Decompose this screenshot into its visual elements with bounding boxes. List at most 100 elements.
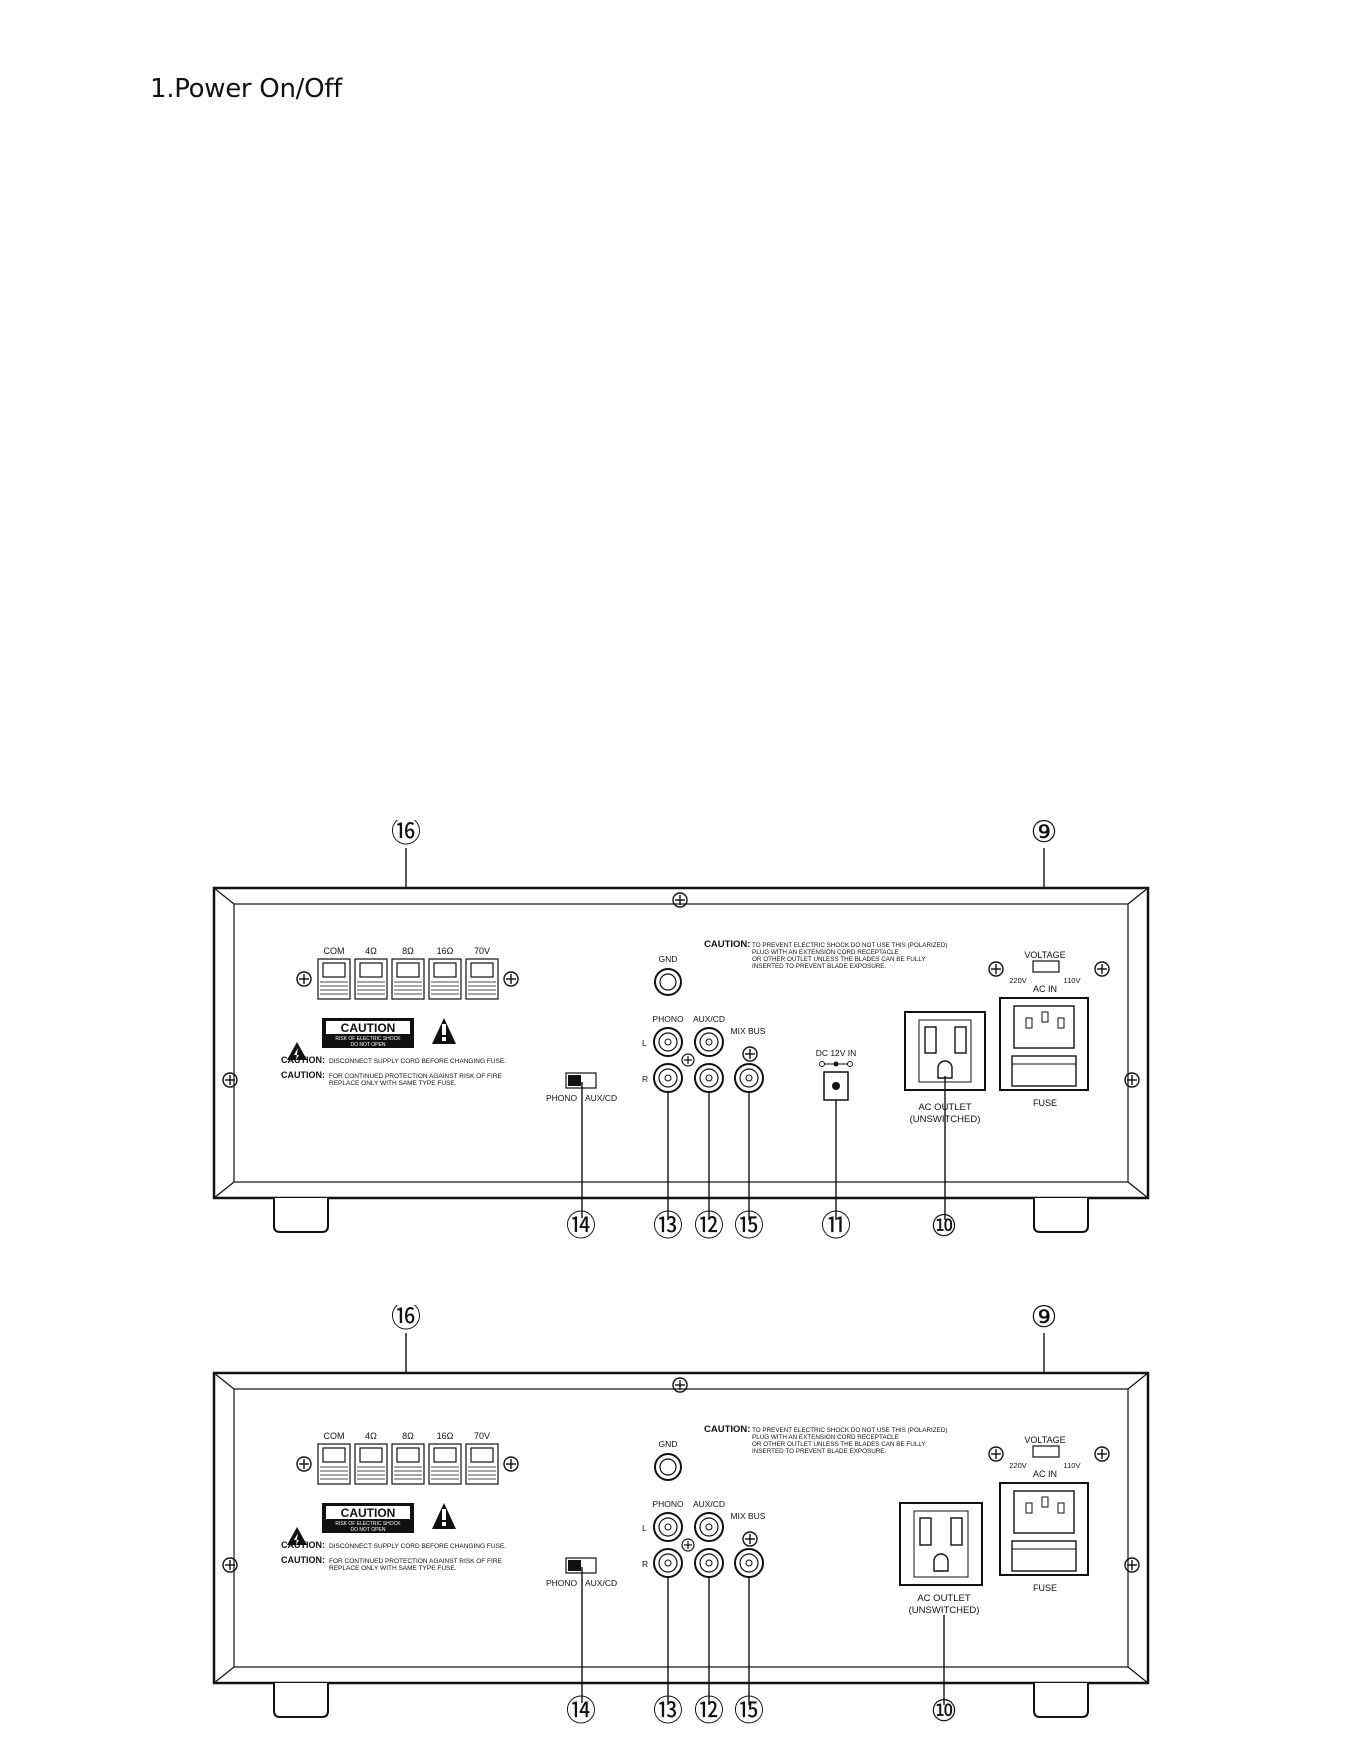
caution-notes: CAUTION: DISCONNECT SUPPLY CORD BEFORE C… [281, 1540, 506, 1572]
caution-text-fire-2: REPLACE ONLY WITH SAME TYPE FUSE. [329, 1080, 457, 1087]
callout-13: ⑬ [653, 1695, 683, 1725]
callout-15: ⑮ [734, 1210, 764, 1240]
caution-polarized-note: CAUTION: TO PREVENT ELECTRIC SHOCK DO NO… [704, 939, 947, 970]
caution-notes: CAUTION: DISCONNECT SUPPLY CORD BEFORE C… [281, 1055, 506, 1087]
caution-polarized-line2: PLUG WITH AN EXTENSION CORD RECEPTACLE [752, 949, 899, 956]
caution-text-fire-1: FOR CONTINUED PROTECTION AGAINST RISK OF… [329, 1558, 503, 1565]
rear-panel-diagram-2: ⑯ ⑨ COM 4Ω 8Ω 16Ω 70V [212, 1305, 1150, 1725]
terminal-label-8ohm: 8Ω [402, 1431, 414, 1441]
ac-input-section: VOLTAGE 220V 110V AC IN FUSE [999, 1435, 1089, 1593]
channel-r-label: R [642, 1559, 648, 1569]
callout-12: ⑫ [694, 1210, 724, 1240]
caution-polarized-line3: OR OTHER OUTLET UNLESS THE BLADES CAN BE… [752, 956, 926, 963]
caution-label-fuse: CAUTION: [281, 1540, 325, 1550]
caution-text-fire-1: FOR CONTINUED PROTECTION AGAINST RISK OF… [329, 1073, 503, 1080]
ac-in-label: AC IN [1033, 984, 1057, 994]
dc-12v-input: DC 12V IN [816, 1048, 857, 1220]
callout-9: ⑨ [1031, 1305, 1058, 1334]
caution-polarized-label: CAUTION: [704, 1424, 750, 1435]
ac-in-label: AC IN [1033, 1469, 1057, 1479]
caution-badge-sub1: RISK OF ELECTRIC SHOCK [335, 1521, 401, 1527]
channel-l-label: L [642, 1523, 647, 1533]
voltage-label: VOLTAGE [1024, 1435, 1065, 1445]
terminal-label-70v: 70V [474, 946, 490, 956]
aux-cd-label: AUX/CD [693, 1499, 725, 1509]
callout-14: ⑭ [566, 1695, 596, 1725]
terminal-label-com: COM [324, 1431, 345, 1441]
speaker-terminal-block: COM 4Ω 8Ω 16Ω 70V [317, 1431, 499, 1485]
callout-13: ⑬ [653, 1210, 683, 1240]
terminal-label-com: COM [324, 946, 345, 956]
rca-inputs: PHONO AUX/CD MIX BUS L R [642, 1014, 766, 1220]
terminal-label-70v: 70V [474, 1431, 490, 1441]
ac-outlet: AC OUTLET (UNSWITCHED) [904, 1011, 986, 1220]
fuse-label: FUSE [1033, 1098, 1057, 1108]
caution-badge-sub2: DO NOT OPEN [351, 1527, 386, 1533]
caution-text-fuse: DISCONNECT SUPPLY CORD BEFORE CHANGING F… [329, 1543, 506, 1550]
input-selector-switch: PHONO AUX/CD [546, 1072, 617, 1218]
voltage-110v: 110V [1064, 976, 1081, 985]
mix-bus-label: MIX BUS [731, 1026, 766, 1036]
gnd-terminal: GND [654, 954, 682, 996]
speaker-terminal-block: COM 4Ω 8Ω 16Ω 70V [317, 946, 499, 1000]
page-title: 1.Power On/Off [150, 74, 342, 104]
gnd-label: GND [659, 954, 678, 964]
caution-badge-sub2: DO NOT OPEN [351, 1042, 386, 1048]
callout-14: ⑭ [566, 1210, 596, 1240]
mix-bus-label: MIX BUS [731, 1511, 766, 1521]
caution-badge-sub1: RISK OF ELECTRIC SHOCK [335, 1036, 401, 1042]
callout-11: ⑪ [821, 1210, 851, 1240]
ac-input-section: VOLTAGE 220V 110V AC IN FUSE [999, 950, 1089, 1108]
caution-polarized-note: CAUTION: TO PREVENT ELECTRIC SHOCK DO NO… [704, 1424, 947, 1455]
ac-outlet: AC OUTLET (UNSWITCHED) [899, 1502, 983, 1705]
callout-15: ⑮ [734, 1695, 764, 1725]
channel-l-label: L [642, 1038, 647, 1048]
terminal-label-8ohm: 8Ω [402, 946, 414, 956]
callout-9: ⑨ [1031, 820, 1058, 849]
phono-label: PHONO [652, 1014, 684, 1024]
caution-label-fire: CAUTION: [281, 1070, 325, 1080]
voltage-label: VOLTAGE [1024, 950, 1065, 960]
rca-inputs: PHONO AUX/CD MIX BUS L R [642, 1499, 766, 1705]
callout-16: ⑯ [391, 1305, 421, 1334]
rear-panel-diagram-1: ⑯ ⑨ COM 4Ω 8Ω 16Ω 70V [212, 820, 1150, 1240]
caution-polarized-line1: TO PREVENT ELECTRIC SHOCK DO NOT USE THI… [752, 942, 947, 949]
voltage-220v: 220V [1009, 976, 1027, 985]
terminal-label-4ohm: 4Ω [365, 946, 377, 956]
caution-badge-title: CAUTION [341, 1021, 396, 1035]
caution-text-fire-2: REPLACE ONLY WITH SAME TYPE FUSE. [329, 1565, 457, 1572]
aux-cd-label: AUX/CD [693, 1014, 725, 1024]
caution-polarized-line1: TO PREVENT ELECTRIC SHOCK DO NOT USE THI… [752, 1427, 947, 1434]
caution-polarized-line4: INSERTED TO PREVENT BLADE EXPOSURE. [752, 1448, 887, 1455]
terminal-label-16ohm: 16Ω [437, 946, 454, 956]
input-selector-switch: PHONO AUX/CD [546, 1557, 617, 1703]
callout-10: ⑩ [931, 1210, 958, 1240]
ac-outlet-label: AC OUTLET [917, 1593, 971, 1604]
gnd-label: GND [659, 1439, 678, 1449]
caution-badge: CAUTION RISK OF ELECTRIC SHOCK DO NOT OP… [287, 1018, 456, 1060]
terminal-label-16ohm: 16Ω [437, 1431, 454, 1441]
fuse-label: FUSE [1033, 1583, 1057, 1593]
switch-label-phono: PHONO [546, 1578, 578, 1588]
switch-label-phono: PHONO [546, 1093, 578, 1103]
callout-12: ⑫ [694, 1695, 724, 1725]
callout-16: ⑯ [391, 820, 421, 849]
switch-label-aux: AUX/CD [585, 1093, 617, 1103]
caution-polarized-line3: OR OTHER OUTLET UNLESS THE BLADES CAN BE… [752, 1441, 926, 1448]
channel-r-label: R [642, 1074, 648, 1084]
terminal-label-4ohm: 4Ω [365, 1431, 377, 1441]
voltage-220v: 220V [1009, 1461, 1027, 1470]
caution-label-fire: CAUTION: [281, 1555, 325, 1565]
callout-10: ⑩ [931, 1695, 958, 1725]
switch-label-aux: AUX/CD [585, 1578, 617, 1588]
phono-label: PHONO [652, 1499, 684, 1509]
caution-badge-title: CAUTION [341, 1506, 396, 1520]
caution-label-fuse: CAUTION: [281, 1055, 325, 1065]
caution-badge: CAUTION RISK OF ELECTRIC SHOCK DO NOT OP… [287, 1503, 456, 1545]
voltage-110v: 110V [1064, 1461, 1081, 1470]
gnd-terminal: GND [654, 1439, 682, 1481]
dc-in-label: DC 12V IN [816, 1048, 857, 1058]
ac-outlet-sublabel: (UNSWITCHED) [909, 1605, 980, 1616]
caution-text-fuse: DISCONNECT SUPPLY CORD BEFORE CHANGING F… [329, 1058, 506, 1065]
caution-polarized-line4: INSERTED TO PREVENT BLADE EXPOSURE. [752, 963, 887, 970]
